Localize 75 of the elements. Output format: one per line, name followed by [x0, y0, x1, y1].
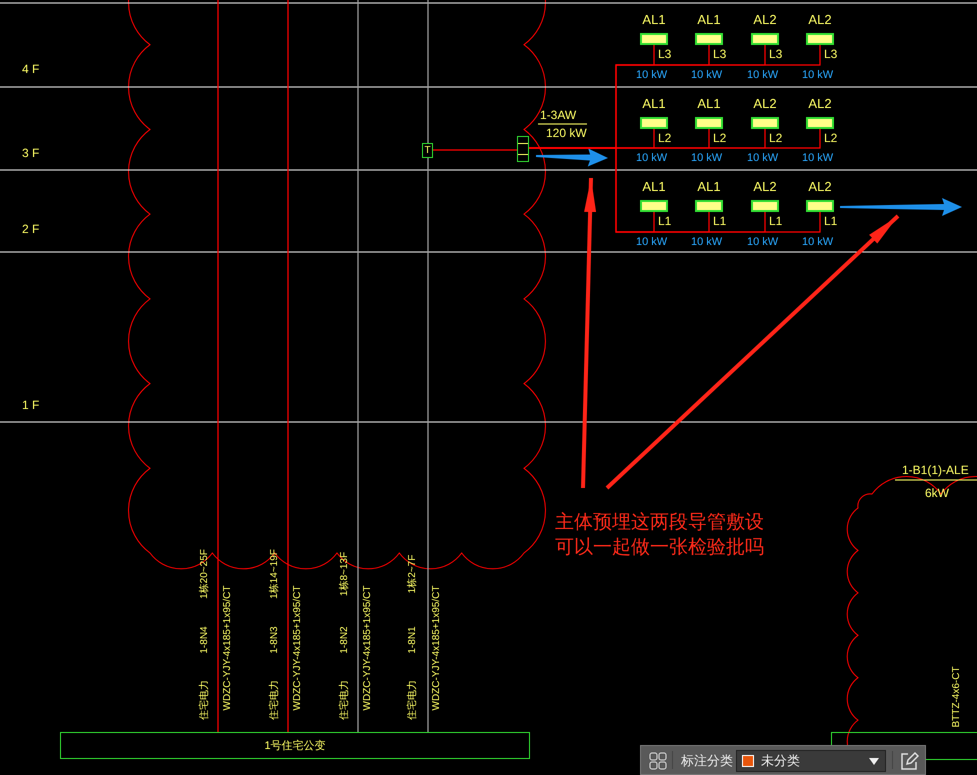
circuit-label: 1-3AW: [540, 109, 576, 121]
phase-label: L3: [658, 48, 672, 60]
power-rating: 10 kW: [802, 237, 834, 248]
callout-arrow: [581, 178, 596, 488]
floor-range: 1栋14~19F: [270, 549, 280, 599]
cable-spec: WDZC-YJY-4x185+1x95/CT: [363, 586, 373, 710]
floor-range: 1栋20~25F: [200, 549, 210, 599]
phase-label: L2: [658, 132, 672, 144]
wire: [427, 0, 429, 143]
panel-name: AL2: [807, 97, 833, 110]
phase-label: L2: [824, 132, 838, 144]
load-type: 住宅电力: [270, 680, 280, 720]
panel-name: AL2: [807, 13, 833, 26]
cable-spec: BTTZ-4x6-CT: [952, 666, 962, 728]
panel-name: AL2: [752, 13, 778, 26]
panel-name: AL2: [752, 97, 778, 110]
floor-label: 2 F: [22, 223, 40, 235]
circuit-number: 1-8N2: [340, 626, 350, 654]
phase-label: L3: [769, 48, 782, 60]
power-rating: 10 kW: [691, 153, 722, 164]
power-rating: 6kW: [925, 487, 949, 499]
cable-spec: WDZC-YJY-4x185+1x95/CT: [432, 586, 442, 710]
power-rating: 10 kW: [802, 70, 834, 81]
circuit-number: 1-8N3: [270, 626, 280, 654]
panel-name: AL1: [696, 97, 722, 110]
callout-arrow: [606, 214, 900, 490]
power-rating: 10 kW: [747, 237, 778, 248]
switch-box: [517, 136, 529, 162]
toolbar-label: 标注分类: [681, 754, 733, 767]
phase-label: L1: [658, 215, 672, 227]
power-rating: 10 kW: [747, 70, 778, 81]
phase-label: L1: [824, 215, 838, 227]
phase-label: L3: [824, 48, 838, 60]
panel-name: AL1: [641, 97, 667, 110]
phase-label: L1: [769, 215, 782, 227]
circuit-label: 1-B1(1)-ALE: [902, 464, 969, 476]
load-type: 住宅电力: [340, 680, 350, 720]
wire: [287, 0, 289, 732]
panel-name: AL2: [807, 180, 833, 193]
power-rating: 10 kW: [691, 70, 722, 81]
circuit-number: 1-8N1: [408, 626, 418, 654]
power-rating: 120 kW: [546, 127, 587, 139]
tap-box: T: [422, 143, 433, 158]
floor-range: 1栋8~13F: [340, 552, 350, 596]
wire: [357, 0, 359, 732]
panel-name: AL1: [641, 13, 667, 26]
power-rating: 10 kW: [636, 237, 668, 248]
category-dropdown: 未分类: [736, 750, 886, 772]
floor-label: 4 F: [22, 63, 40, 75]
floor-range: 1栋2~7F: [408, 554, 418, 594]
phase-label: L1: [713, 215, 726, 227]
panel-name: AL1: [696, 13, 722, 26]
question-note: 主体预埋这两段导管敷设可以一起做一张检验批吗: [555, 510, 768, 560]
panel-name: AL2: [752, 180, 778, 193]
floor-label: 1 F: [22, 399, 40, 411]
power-rating: 10 kW: [691, 237, 722, 248]
cable-spec: WDZC-YJY-4x185+1x95/CT: [223, 586, 233, 710]
load-type: 住宅电力: [408, 680, 418, 720]
wire: [433, 149, 517, 151]
circuit-number: 1-8N4: [200, 626, 210, 654]
phase-label: L3: [713, 48, 726, 60]
load-type: 住宅电力: [200, 680, 210, 720]
power-rating: 10 kW: [636, 153, 668, 164]
floor-label: 3 F: [22, 147, 40, 159]
phase-label: L2: [769, 132, 782, 144]
panel-name: AL1: [696, 180, 722, 193]
panel-name: AL1: [641, 180, 667, 193]
power-rating: 10 kW: [802, 153, 834, 164]
wire: [217, 0, 219, 732]
power-rating: 10 kW: [636, 70, 668, 81]
substation-label: 1号住宅公变: [264, 738, 326, 753]
phase-label: L2: [713, 132, 726, 144]
wire: [427, 158, 429, 732]
cable-spec: WDZC-YJY-4x185+1x95/CT: [293, 586, 303, 710]
power-rating: 10 kW: [747, 153, 778, 164]
